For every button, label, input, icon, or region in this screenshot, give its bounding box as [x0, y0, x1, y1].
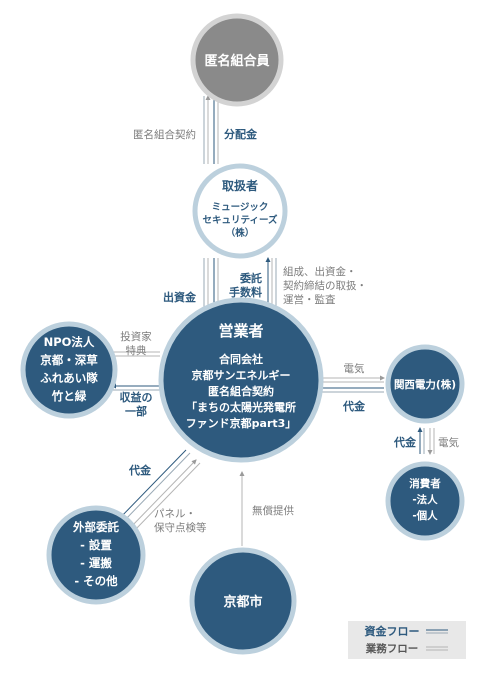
flow-label-commission: 委託 — [239, 271, 262, 285]
flow-label-profit-share: 一部 — [125, 404, 147, 418]
node-investors: 匿名組合員 — [190, 13, 284, 107]
flow-label-investor-benefit: 投資家 — [120, 330, 152, 343]
flow-label-handling-note: 運営・監査 — [283, 293, 336, 306]
flow-label-investment: 出資金 — [163, 290, 197, 304]
node-outsource: 外部委託 - 設置 - 運搬 - その他 — [46, 505, 146, 605]
npo-line: 竹と緑 — [51, 389, 87, 403]
flow-label-handling-note: 組成、出資金・ — [283, 265, 357, 278]
handler-company-line: （株） — [226, 227, 255, 239]
investors-label: 匿名組合員 — [204, 53, 269, 69]
node-npo: NPO法人 京都・深草 ふれあい隊 竹と緑 — [20, 321, 118, 419]
flow-label-anonymous-contract: 匿名組合契約 — [133, 128, 196, 141]
connector-npo-operator — [111, 351, 160, 391]
outsource-line: 外部委託 — [72, 520, 119, 534]
handler-label: 取扱者 — [222, 178, 258, 193]
legend-fund-flow-label: 資金フロー — [365, 624, 420, 638]
flow-label-handling-note: 契約締結の取扱・ — [283, 279, 367, 292]
connector-operator-outsource — [117, 449, 201, 532]
flow-label-electricity: 電気 — [344, 362, 365, 375]
node-handler: 取扱者 ミュージック セキュリティーズ （株） — [192, 163, 288, 259]
operator-line: ファンド京都part3」 — [186, 416, 297, 430]
consumer-line: 消費者 — [409, 477, 441, 490]
outsource-line: - 運搬 — [80, 556, 112, 570]
legend-business-flow-label: 業務フロー — [365, 642, 419, 655]
flow-label-distribution: 分配金 — [224, 127, 258, 141]
kansai-label: 関西電力(株) — [394, 378, 456, 391]
node-consumer: 消費者 -法人 -個人 — [385, 461, 465, 541]
operator-line: 匿名組合契約 — [208, 384, 274, 398]
node-operator: 営業者 合同会社 京都サンエネルギー 匿名組合契約 「まちの太陽光発電所 ファン… — [158, 297, 324, 463]
flow-label-outsource-payment: 代金 — [128, 463, 152, 477]
connector-kansai-consumer — [417, 427, 435, 455]
flow-label-consumer-electricity: 電気 — [438, 436, 459, 449]
outsource-line: - その他 — [74, 574, 118, 588]
connector-investors-handler — [203, 95, 219, 164]
flow-label-panel-maintenance: パネル・ — [154, 508, 196, 520]
operator-line: 「まちの太陽光発電所 — [186, 400, 296, 414]
flow-label-payment: 代金 — [342, 399, 366, 413]
flow-label-panel-maintenance: 保守点検等 — [154, 521, 207, 534]
node-kyoto-city: 京都市 — [189, 547, 297, 655]
consumer-line: -個人 — [412, 509, 438, 522]
npo-line: NPO法人 — [44, 335, 95, 349]
handler-company-line: ミュージック — [212, 202, 269, 213]
node-kansai: 関西電力(株) — [385, 344, 465, 424]
operator-line: 京都サンエネルギー — [192, 368, 291, 382]
npo-line: ふれあい隊 — [40, 371, 98, 385]
npo-line: 京都・深草 — [40, 353, 98, 367]
flow-label-commission: 手数料 — [229, 285, 262, 299]
flow-label-investor-benefit: 特典 — [126, 344, 147, 357]
flow-label-free-provision: 無償提供 — [252, 504, 294, 517]
outsource-line: - 設置 — [80, 538, 112, 552]
kyoto-city-label: 京都市 — [223, 594, 262, 610]
consumer-line: -法人 — [412, 493, 438, 506]
flow-label-consumer-payment: 代金 — [393, 435, 417, 449]
flow-label-profit-share: 収益の — [120, 390, 153, 404]
legend: 資金フロー 業務フロー — [348, 621, 466, 659]
operator-label: 営業者 — [218, 322, 263, 340]
connector-operator-kansai — [322, 375, 385, 393]
operator-line: 合同会社 — [219, 352, 263, 366]
handler-company-line: セキュリティーズ — [203, 214, 278, 226]
